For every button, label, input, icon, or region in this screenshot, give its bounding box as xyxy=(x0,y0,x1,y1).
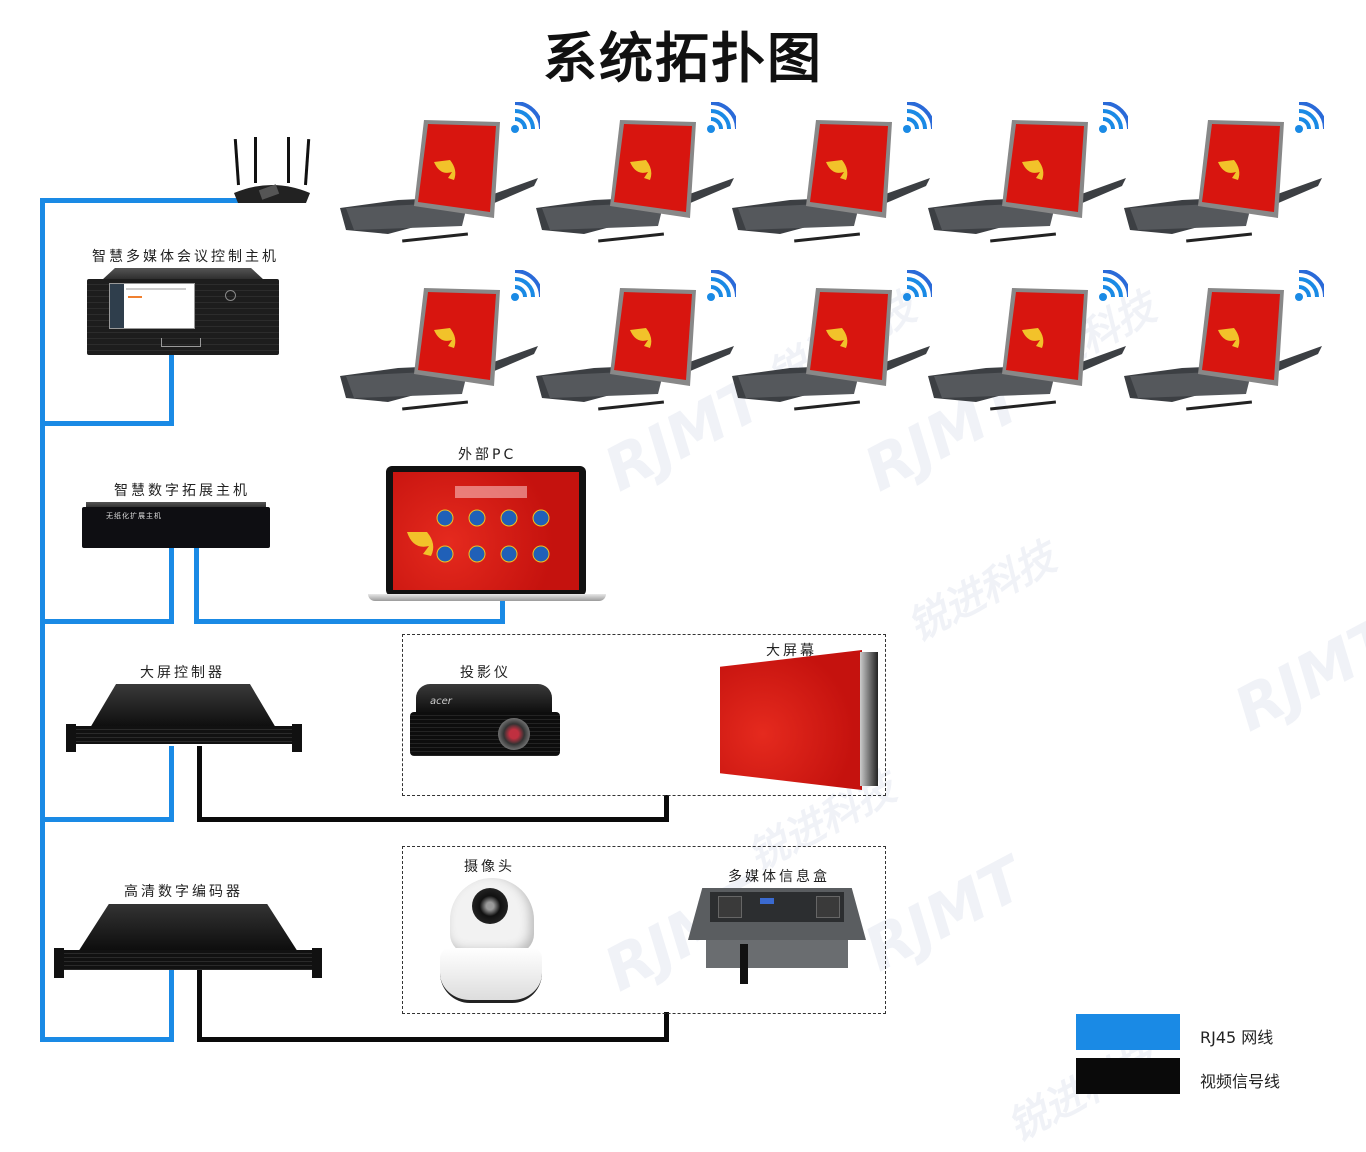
watermark: RJMT xyxy=(1223,604,1366,746)
big-screen xyxy=(720,650,880,790)
router-icon xyxy=(233,137,311,203)
tablet-icon xyxy=(536,288,734,411)
rj45-screen-ctrl-link xyxy=(40,817,174,822)
camera-label: 摄像头 xyxy=(464,859,515,875)
tablet xyxy=(338,268,538,413)
video-encoder-drop xyxy=(197,968,202,1042)
tablet xyxy=(1122,100,1322,245)
tablet-icon xyxy=(340,288,538,411)
power-button-icon xyxy=(225,290,236,301)
wifi-icon xyxy=(1294,269,1327,306)
tablet xyxy=(534,268,734,413)
rj45-control-host-drop xyxy=(169,352,174,426)
tablet-icon xyxy=(732,288,930,411)
legend-swatch-rj45 xyxy=(1076,1014,1180,1050)
rj45-pc-link xyxy=(194,619,505,624)
expansion-host: 无纸化扩展主机 xyxy=(82,502,270,548)
tablet xyxy=(730,268,930,413)
projector: acer xyxy=(410,684,560,760)
external-pc xyxy=(366,466,608,606)
video-encoder-link xyxy=(197,1037,669,1042)
screen-controller-label: 大屏控制器 xyxy=(140,665,225,681)
tablet xyxy=(730,100,930,245)
tablet-icon xyxy=(732,120,930,243)
rj45-screen-ctrl-drop xyxy=(169,746,174,822)
rj45-expansion-drop-2 xyxy=(194,546,199,624)
external-pc-screen xyxy=(393,472,579,590)
projector-lens xyxy=(498,718,530,750)
rj45-control-host-link xyxy=(40,421,174,426)
tablet-icon xyxy=(1124,120,1322,243)
encoder-label: 高清数字编码器 xyxy=(124,884,243,900)
tablet-icon xyxy=(928,288,1126,411)
rj45-expansion-link xyxy=(40,619,174,624)
tablet xyxy=(926,100,1126,245)
display-group xyxy=(402,634,886,796)
screen-controller xyxy=(66,684,302,754)
tablet xyxy=(534,100,734,245)
legend-label-video: 视频信号线 xyxy=(1200,1072,1281,1091)
info-box xyxy=(688,888,866,988)
rj45-encoder-drop xyxy=(169,968,174,1042)
encoder xyxy=(54,904,322,980)
camera-lens xyxy=(472,888,508,924)
tablet xyxy=(338,100,538,245)
tablet-icon xyxy=(340,120,538,243)
big-screen-label: 大屏幕 xyxy=(766,643,817,659)
rj45-router-link xyxy=(40,198,245,203)
control-host-screen xyxy=(109,283,195,329)
legend-swatch-video xyxy=(1076,1058,1180,1094)
rack-handle xyxy=(161,338,201,347)
camera xyxy=(438,878,544,1003)
video-capture-group-drop xyxy=(664,1012,669,1042)
expansion-host-panel-text: 无纸化扩展主机 xyxy=(106,512,162,520)
control-host xyxy=(87,268,279,356)
wifi-icon xyxy=(1294,101,1327,138)
capture-group xyxy=(402,846,886,1014)
router xyxy=(232,137,312,205)
rj45-expansion-drop-1 xyxy=(169,546,174,624)
projector-brand: acer xyxy=(430,696,452,707)
tablet-icon xyxy=(1124,288,1322,411)
tablet-icon xyxy=(536,120,734,243)
video-screen-ctrl-link xyxy=(197,817,669,822)
watermark: 锐进科技 xyxy=(900,534,1064,651)
diagram-title: 系统拓扑图 xyxy=(543,27,823,90)
control-host-label: 智慧多媒体会议控制主机 xyxy=(92,249,279,265)
info-box-label: 多媒体信息盒 xyxy=(728,869,830,885)
video-screen-ctrl-drop xyxy=(197,746,202,822)
rj45-pc-drop xyxy=(500,600,505,624)
tablet xyxy=(926,268,1126,413)
legend-label-rj45: RJ45 网线 xyxy=(1200,1028,1274,1047)
expansion-host-label: 智慧数字拓展主机 xyxy=(114,483,250,499)
video-display-group-drop xyxy=(664,795,669,822)
projector-label: 投影仪 xyxy=(460,665,511,681)
tablet xyxy=(1122,268,1322,413)
tablet-icon xyxy=(928,120,1126,243)
rj45-encoder-link xyxy=(40,1037,174,1042)
external-pc-label: 外部PC xyxy=(458,447,517,463)
